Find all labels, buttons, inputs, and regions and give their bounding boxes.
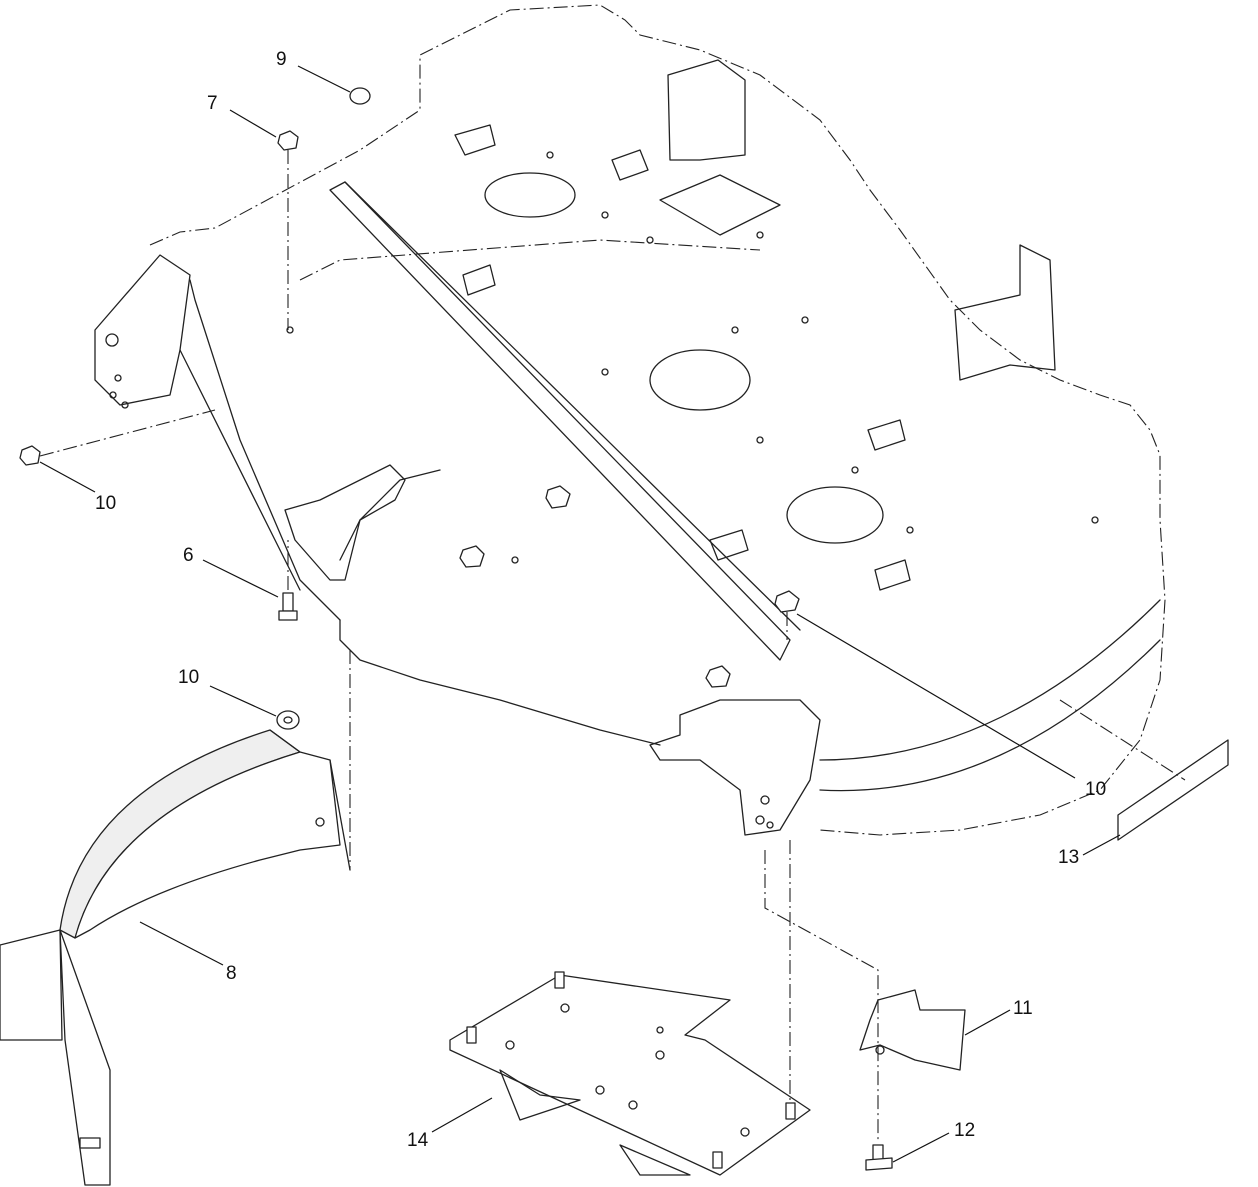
mower-deck: [94, 4, 1166, 836]
part-14-plate: [449, 840, 811, 1176]
callout-14: 14: [407, 1130, 429, 1151]
leader-lines: [39, 65, 1121, 1163]
part-9-knob: [349, 87, 371, 105]
callout-10-washer: 10: [178, 667, 199, 688]
callout-13: 13: [1058, 847, 1079, 868]
part-10-nut-left: [19, 409, 216, 466]
callout-8: 8: [226, 963, 237, 984]
part-10-nut-right: [774, 590, 800, 640]
callout-10-right: 10: [1085, 779, 1106, 800]
callout-10-left: 10: [95, 493, 116, 514]
part-8-deflector: [0, 650, 351, 1186]
callout-11: 11: [1013, 998, 1033, 1019]
callout-12: 12: [954, 1120, 975, 1141]
callout-9: 9: [276, 49, 287, 70]
part-10-washer: [276, 710, 300, 730]
part-6-bolt: [278, 540, 298, 621]
part-12-bolt: [865, 1144, 893, 1171]
callout-labels: 9 7 10 6 10 10 13 8 11 14 12: [95, 49, 1106, 1151]
part-13-decal: [1059, 699, 1229, 841]
part-11-bracket: [764, 850, 966, 1140]
part-7-nut: [277, 130, 299, 330]
callout-6: 6: [183, 545, 194, 566]
callout-7: 7: [207, 93, 218, 114]
